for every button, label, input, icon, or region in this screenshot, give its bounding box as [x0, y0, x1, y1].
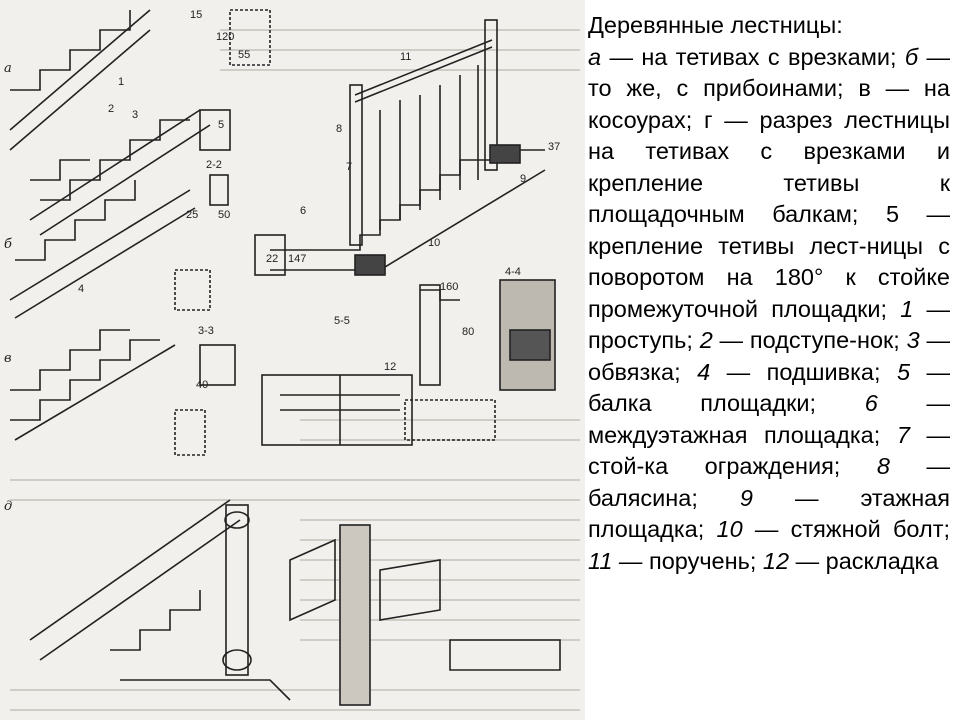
caption-term-marker: а [588, 43, 602, 70]
item-number-9: 9 [520, 173, 526, 185]
caption-text-run: — раскладка [789, 547, 939, 574]
caption-text-run: — балка площадки; [588, 358, 950, 417]
dim-55: 55 [238, 49, 250, 61]
item-number-1: 1 [118, 76, 124, 88]
item-number-2: 2 [108, 103, 114, 115]
caption-text-run: — подступе-нок; [712, 327, 907, 353]
caption-term-marker: 9 [739, 484, 753, 511]
variant-label-d: д [4, 499, 12, 514]
stair-drawings-figure: а 15 55 120 1 2 3 5 б 2-2 25 50 4 в [0, 0, 585, 720]
stair-variant-d [29, 499, 561, 706]
caption-text-run: — стяжной болт; [742, 516, 950, 542]
dim-80: 80 [462, 326, 474, 338]
caption-text-run: — обвязка; [588, 327, 951, 385]
caption-text-run: — на тетивах с врезками; [601, 43, 905, 70]
section-5-5-drawing [261, 374, 413, 446]
section-3-3: 3-3 [198, 325, 214, 337]
stair-variant-v [10, 329, 236, 456]
caption-body: а — на тетивах с врезками; б — то же, с … [588, 44, 950, 574]
caption-term-marker: 3 [906, 327, 920, 353]
caption-term-marker: 2 [699, 327, 713, 353]
item-number-8: 8 [336, 123, 342, 135]
dim-37: 37 [548, 141, 560, 153]
caption-text-run: — то же, с прибоинами; в — на косоурах; … [588, 43, 950, 322]
section-5-5: 5-5 [334, 315, 350, 327]
dim-15: 15 [190, 9, 202, 21]
dim-50: 50 [218, 209, 230, 221]
caption-text-run: — этажная площадка; [588, 484, 950, 543]
caption-term-marker: 1 [900, 295, 914, 322]
variant-label-a: а [4, 61, 12, 76]
caption-term-marker: 12 [762, 547, 790, 574]
variant-label-b: б [4, 237, 12, 252]
caption-text-run: — поручень; [612, 547, 763, 574]
caption-term-marker: 8 [876, 453, 890, 479]
caption-term-marker: 6 [864, 390, 878, 416]
item-number-6: 6 [300, 205, 306, 217]
section-2-2: 2-2 [206, 159, 222, 171]
dim-120: 120 [216, 31, 234, 43]
item-number-12: 12 [384, 361, 396, 373]
caption-term-marker: 5 [896, 358, 911, 385]
caption-text-run: — междуэтажная площадка; [588, 390, 951, 448]
caption-term-marker: 10 [716, 516, 743, 542]
technical-drawing: а 15 55 120 1 2 3 5 б 2-2 25 50 4 в [4, 9, 580, 711]
caption-text-run: — балясина; [588, 453, 950, 511]
item-number-7: 7 [346, 161, 352, 173]
figure-caption: Деревянные лестницы: а — на тетивах с вр… [588, 10, 950, 577]
stair-section-g [254, 19, 546, 301]
item-number-10: 10 [428, 237, 440, 249]
dim-147: 147 [288, 253, 306, 265]
dim-160: 160 [440, 281, 458, 293]
item-number-5: 5 [218, 119, 224, 131]
caption-text-run: — стой-ка ограждения; [588, 421, 950, 480]
caption-term-marker: 11 [588, 547, 613, 574]
dim-22: 22 [266, 253, 278, 265]
background-text-texture [10, 29, 580, 711]
section-4-4-drawing [404, 279, 556, 441]
caption-text-run: — проступь; [588, 295, 950, 354]
item-number-4: 4 [78, 283, 84, 295]
caption-term-marker: 7 [896, 421, 910, 448]
stair-variant-b [9, 159, 229, 319]
section-4-4: 4-4 [505, 266, 521, 278]
item-number-3: 3 [132, 109, 138, 121]
caption-title: Деревянные лестницы: [588, 12, 843, 38]
stair-variant-a [9, 9, 271, 236]
caption-text-run: — подшивка; [710, 358, 897, 385]
variant-label-v: в [4, 351, 12, 366]
dim-25: 25 [186, 209, 198, 221]
caption-term-marker: 4 [697, 358, 711, 385]
item-number-11: 11 [400, 51, 411, 63]
dim-40: 40 [196, 379, 208, 391]
caption-term-marker: б [904, 43, 919, 70]
